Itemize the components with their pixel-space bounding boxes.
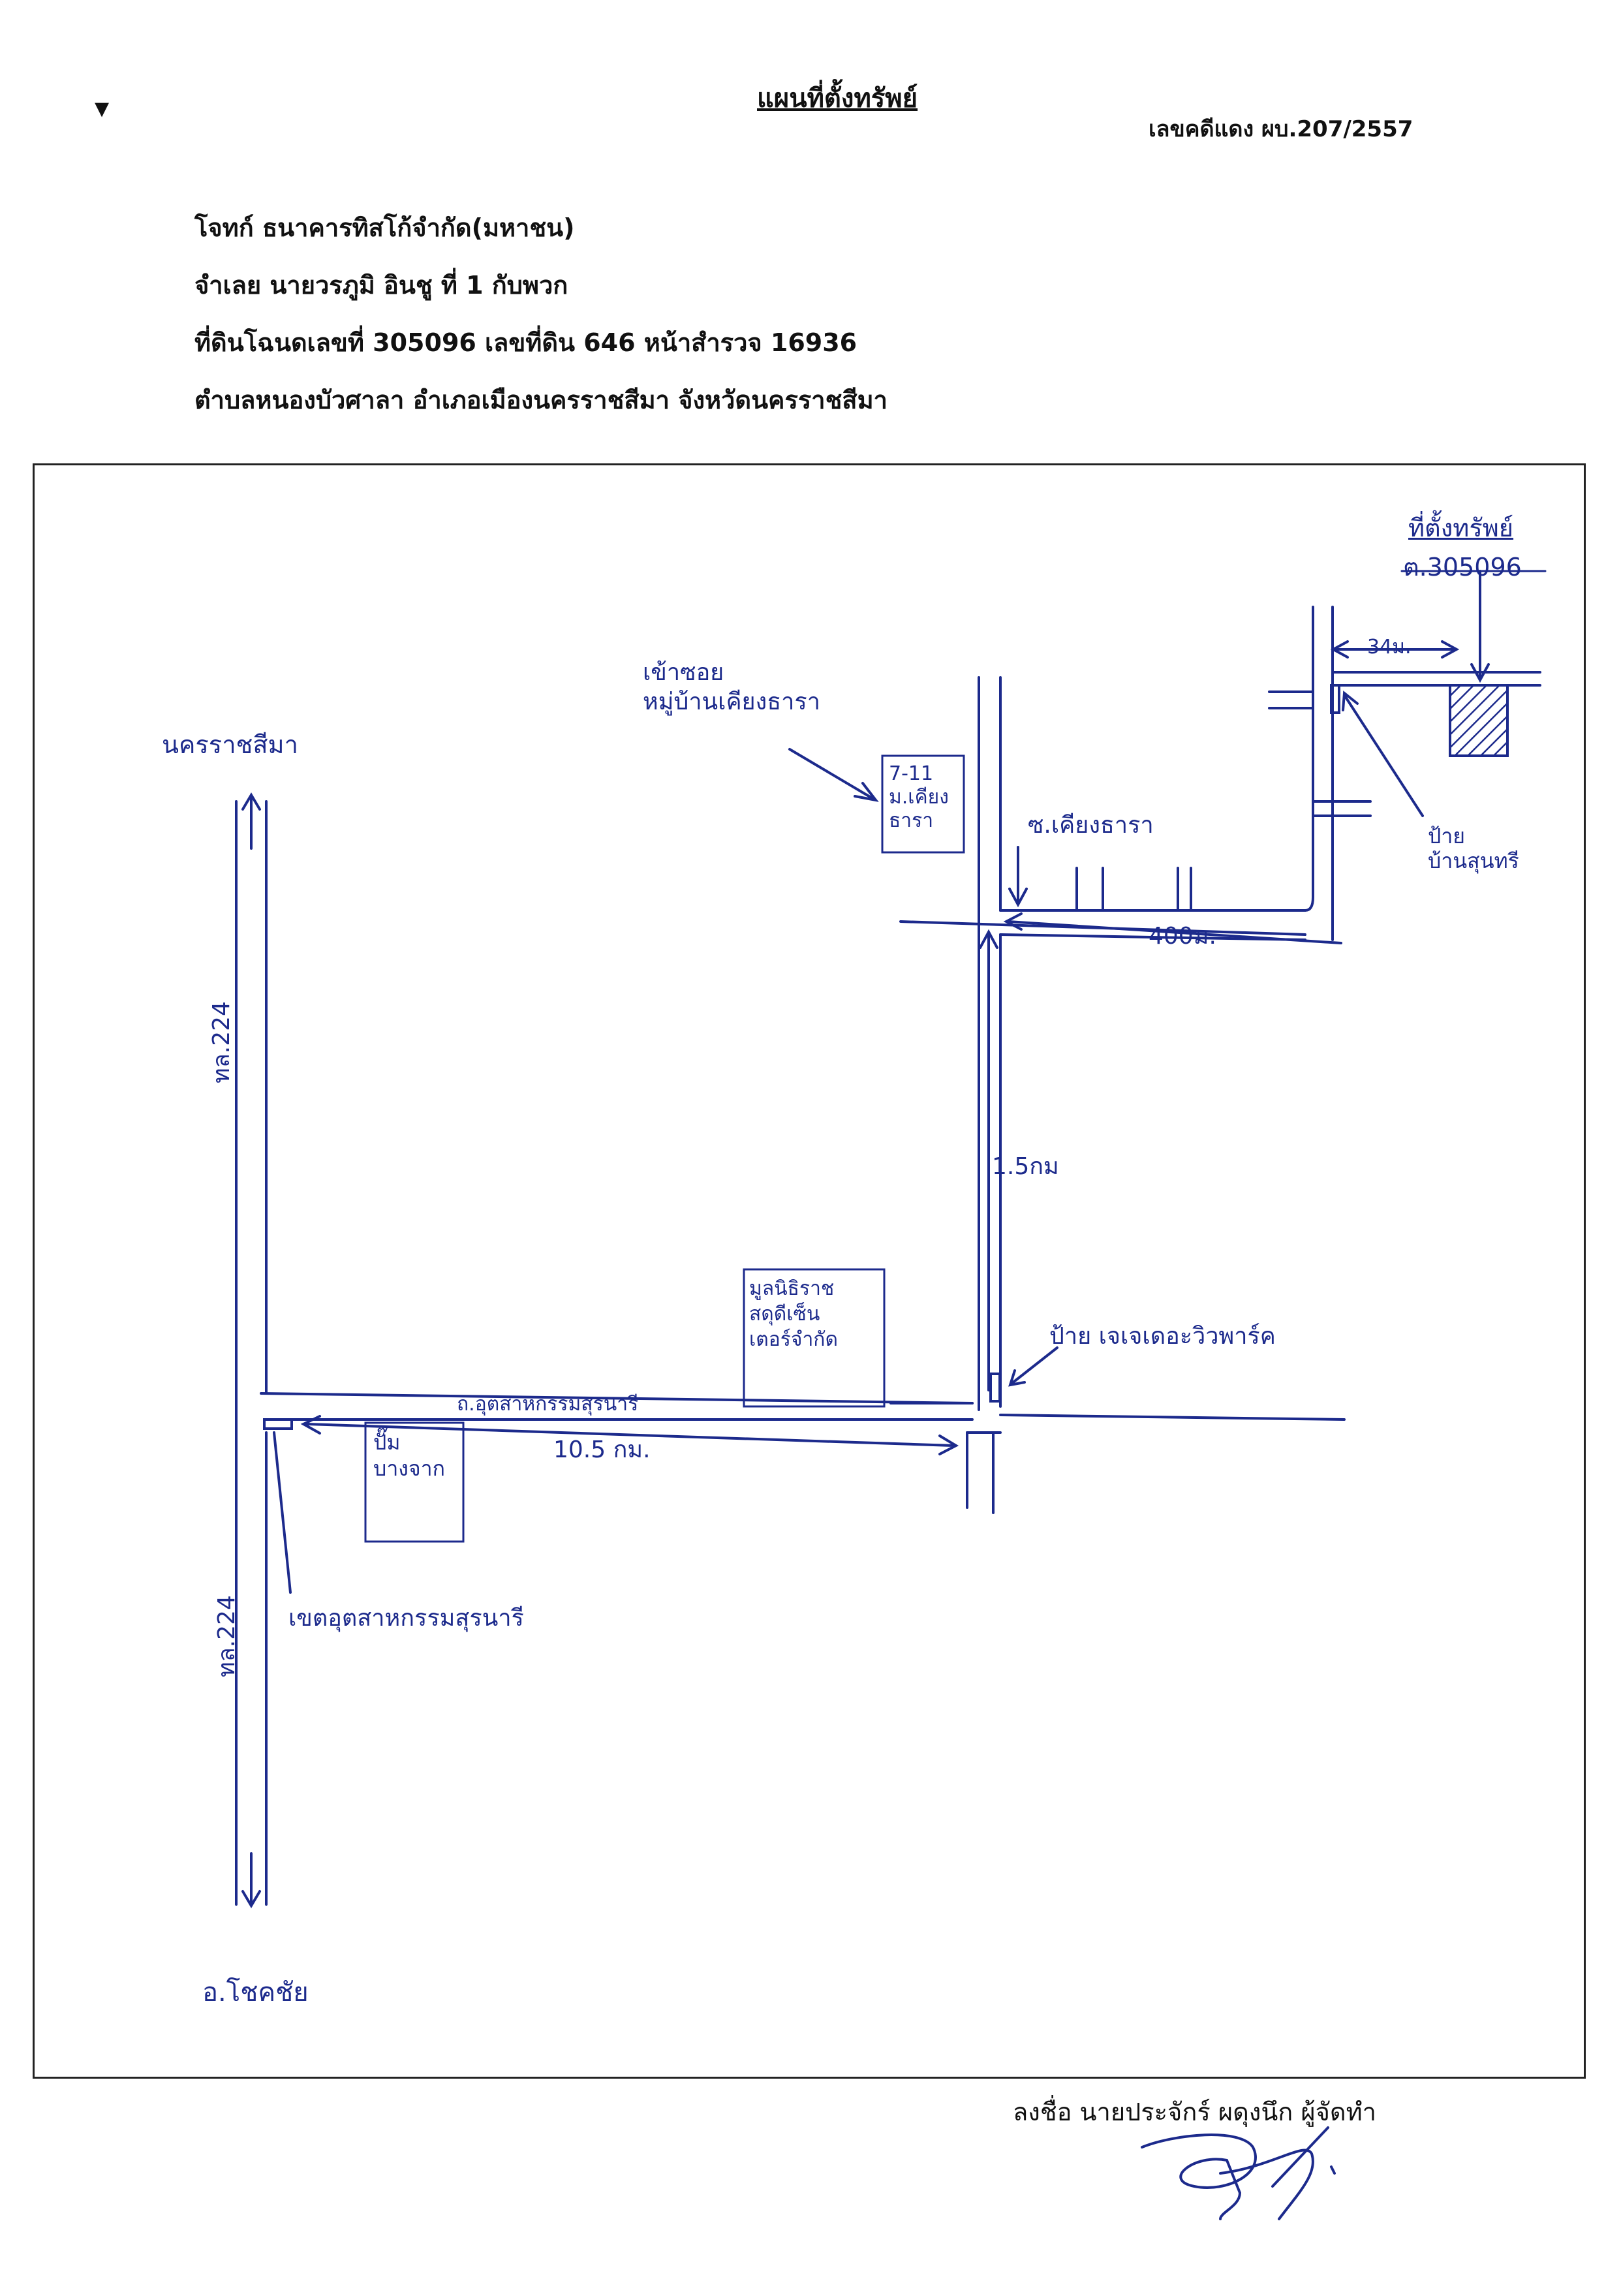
label-soi-khiang: ซ.เคียงธารา xyxy=(1028,812,1154,839)
label-highway-224-top: ทล.224 xyxy=(208,1001,235,1083)
label-property-title: ที่ตั้งทรัพย์ xyxy=(1408,514,1514,542)
label-sign-suntaree: ป้าย บ้านสุนทรี xyxy=(1428,824,1519,874)
sign-suntaree xyxy=(1330,684,1340,714)
arrow-north xyxy=(241,792,261,850)
dim-10-5km xyxy=(300,1415,959,1455)
label-gas-station: ปั๊ม บางจาก xyxy=(373,1430,445,1481)
corner-mark: ▾ xyxy=(95,91,110,125)
label-dist-400m: 400ม. xyxy=(1149,923,1216,950)
deed-line: ที่ดินโฉนดเลขที่ 305096 เลขที่ดิน 646 หน… xyxy=(194,328,857,357)
map-frame xyxy=(33,463,1586,2079)
location-line: ตำบลหนองบัวศาลา อำเภอเมืองนครราชสีมา จัง… xyxy=(194,386,888,414)
label-to-korat: นครราชสีมา xyxy=(162,730,298,759)
label-dist-10-5km: 10.5 กม. xyxy=(553,1436,651,1463)
label-road-surnaree: ถ.อุตสาหกรรมสุรนารี xyxy=(457,1393,639,1416)
page-title: แผนที่ตั้งทรัพย์ xyxy=(757,84,918,114)
label-to-chokchai: อ.โชคชัย xyxy=(202,1978,309,2008)
label-shop-711: 7-11 ม.เคียง ธารา xyxy=(889,762,949,832)
case-number: เลขคดีแดง ผบ.207/2557 xyxy=(1149,116,1413,142)
label-property-deed: ต.305096 xyxy=(1403,553,1522,582)
label-entrance-village: เข้าซอย หมู่บ้านเคียงธารา xyxy=(643,659,820,715)
branch-road xyxy=(1304,606,1314,912)
dim-400m xyxy=(1003,912,1342,944)
box-charity xyxy=(743,1268,886,1408)
arrow-south xyxy=(241,1852,261,1908)
label-highway-224-bottom: ทล.224 xyxy=(213,1595,240,1677)
label-dist-1-5km: 1.5กม xyxy=(992,1153,1059,1180)
signature-line: ลงชื่อ นายประจักร์ ผดุงนึก ผู้จัดทำ xyxy=(1013,2098,1376,2126)
plaintiff-line: โจทก์ ธนาคารทิสโก้จำกัด(มหาชน) xyxy=(194,213,575,242)
defendant-line: จำเลย นายวรภูมิ อินชู ที่ 1 กับพวก xyxy=(194,271,568,300)
sign-industrial xyxy=(263,1418,293,1430)
box-711 xyxy=(881,754,965,854)
label-charity: มูลนิธิราช สดุดีเซ็น เตอร์จำกัด xyxy=(749,1277,838,1351)
box-gas xyxy=(364,1421,465,1543)
property-parcel xyxy=(1449,684,1509,757)
sign-park xyxy=(989,1373,1001,1403)
road-surnaree-top xyxy=(260,1392,974,1404)
dim-1-5km xyxy=(979,929,998,1391)
dim-34m xyxy=(1330,640,1460,659)
label-dist-34m: 34ม. xyxy=(1367,636,1412,659)
signature-mark xyxy=(1141,2126,1336,2220)
label-industrial-estate: เขตอุตสาหกรรมสุรนารี xyxy=(288,1605,524,1632)
label-sign-park: ป้าย เจเจเดอะวิวพาร์ค xyxy=(1049,1323,1276,1350)
